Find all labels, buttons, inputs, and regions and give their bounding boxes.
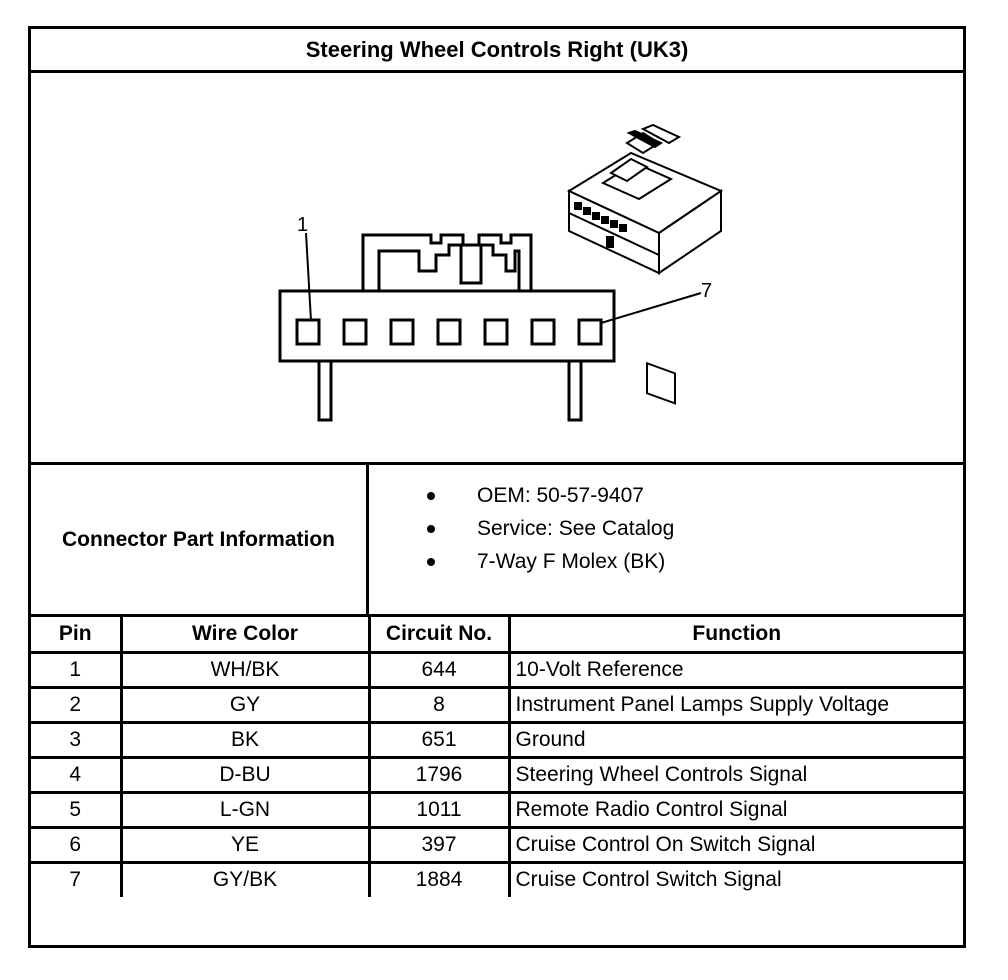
cell-circuit: 1796 — [367, 755, 511, 794]
cell-function: 10-Volt Reference — [507, 650, 963, 689]
cell-circuit: 1884 — [367, 860, 511, 897]
cell-pin: 1 — [31, 650, 123, 689]
table-header-row: Pin Wire Color Circuit No. Function — [31, 617, 963, 654]
cell-pin: 3 — [31, 720, 123, 759]
pin-label-1: 1 — [297, 214, 308, 236]
table-row: 1 WH/BK 644 10-Volt Reference — [31, 650, 963, 689]
cell-circuit: 397 — [367, 825, 511, 864]
bullet-icon — [427, 524, 435, 533]
header-pin: Pin — [31, 617, 123, 654]
info-item: Service: See Catalog — [427, 512, 963, 545]
cell-wire-color: L-GN — [119, 790, 371, 829]
table-row: 7 GY/BK 1884 Cruise Control Switch Signa… — [31, 860, 963, 897]
cell-function: Steering Wheel Controls Signal — [507, 755, 963, 794]
connector-info-label: Connector Part Information — [31, 465, 369, 617]
cell-wire-color: BK — [119, 720, 371, 759]
cell-wire-color: WH/BK — [119, 650, 371, 689]
table-row: 5 L-GN 1011 Remote Radio Control Signal — [31, 790, 963, 829]
cell-function: Cruise Control On Switch Signal — [507, 825, 963, 864]
cell-circuit: 8 — [367, 685, 511, 724]
cell-wire-color: GY — [119, 685, 371, 724]
connector-drawing: 1 7 — [31, 73, 963, 465]
connector-info-list: OEM: 50-57-9407 Service: See Catalog 7-W… — [369, 465, 963, 617]
sheet-title: Steering Wheel Controls Right (UK3) — [31, 29, 963, 73]
connector-diagram: 1 7 — [278, 123, 724, 422]
info-service: Service: See Catalog — [477, 516, 675, 540]
table-row: 4 D-BU 1796 Steering Wheel Controls Sign… — [31, 755, 963, 794]
cell-function: Remote Radio Control Signal — [507, 790, 963, 829]
cell-function: Ground — [507, 720, 963, 759]
table-row: 3 BK 651 Ground — [31, 720, 963, 759]
connector-sheet: Steering Wheel Controls Right (UK3) — [28, 26, 966, 948]
header-circuit: Circuit No. — [367, 617, 511, 654]
pin-label-7: 7 — [701, 280, 712, 302]
info-oem: OEM: 50-57-9407 — [477, 483, 644, 507]
bullet-icon — [427, 491, 435, 500]
info-item: 7-Way F Molex (BK) — [427, 545, 963, 578]
bullet-icon — [427, 557, 435, 566]
cell-wire-color: D-BU — [119, 755, 371, 794]
pinout-table: Pin Wire Color Circuit No. Function 1 WH… — [31, 617, 963, 897]
cell-circuit: 651 — [367, 720, 511, 759]
cell-pin: 4 — [31, 755, 123, 794]
pin-cavities — [295, 318, 603, 346]
cell-pin: 7 — [31, 860, 123, 897]
info-type: 7-Way F Molex (BK) — [477, 549, 666, 573]
cell-pin: 2 — [31, 685, 123, 724]
cell-wire-color: GY/BK — [119, 860, 371, 897]
cell-pin: 6 — [31, 825, 123, 864]
header-function: Function — [507, 617, 963, 654]
connector-3d-view — [566, 123, 724, 405]
table-row: 2 GY 8 Instrument Panel Lamps Supply Vol… — [31, 685, 963, 724]
cell-circuit: 644 — [367, 650, 511, 689]
table-row: 6 YE 397 Cruise Control On Switch Signal — [31, 825, 963, 864]
cell-function: Cruise Control Switch Signal — [507, 860, 963, 897]
cell-wire-color: YE — [119, 825, 371, 864]
cell-circuit: 1011 — [367, 790, 511, 829]
cell-pin: 5 — [31, 790, 123, 829]
cell-function: Instrument Panel Lamps Supply Voltage — [507, 685, 963, 724]
header-wire-color: Wire Color — [119, 617, 371, 654]
info-item: OEM: 50-57-9407 — [427, 479, 963, 512]
